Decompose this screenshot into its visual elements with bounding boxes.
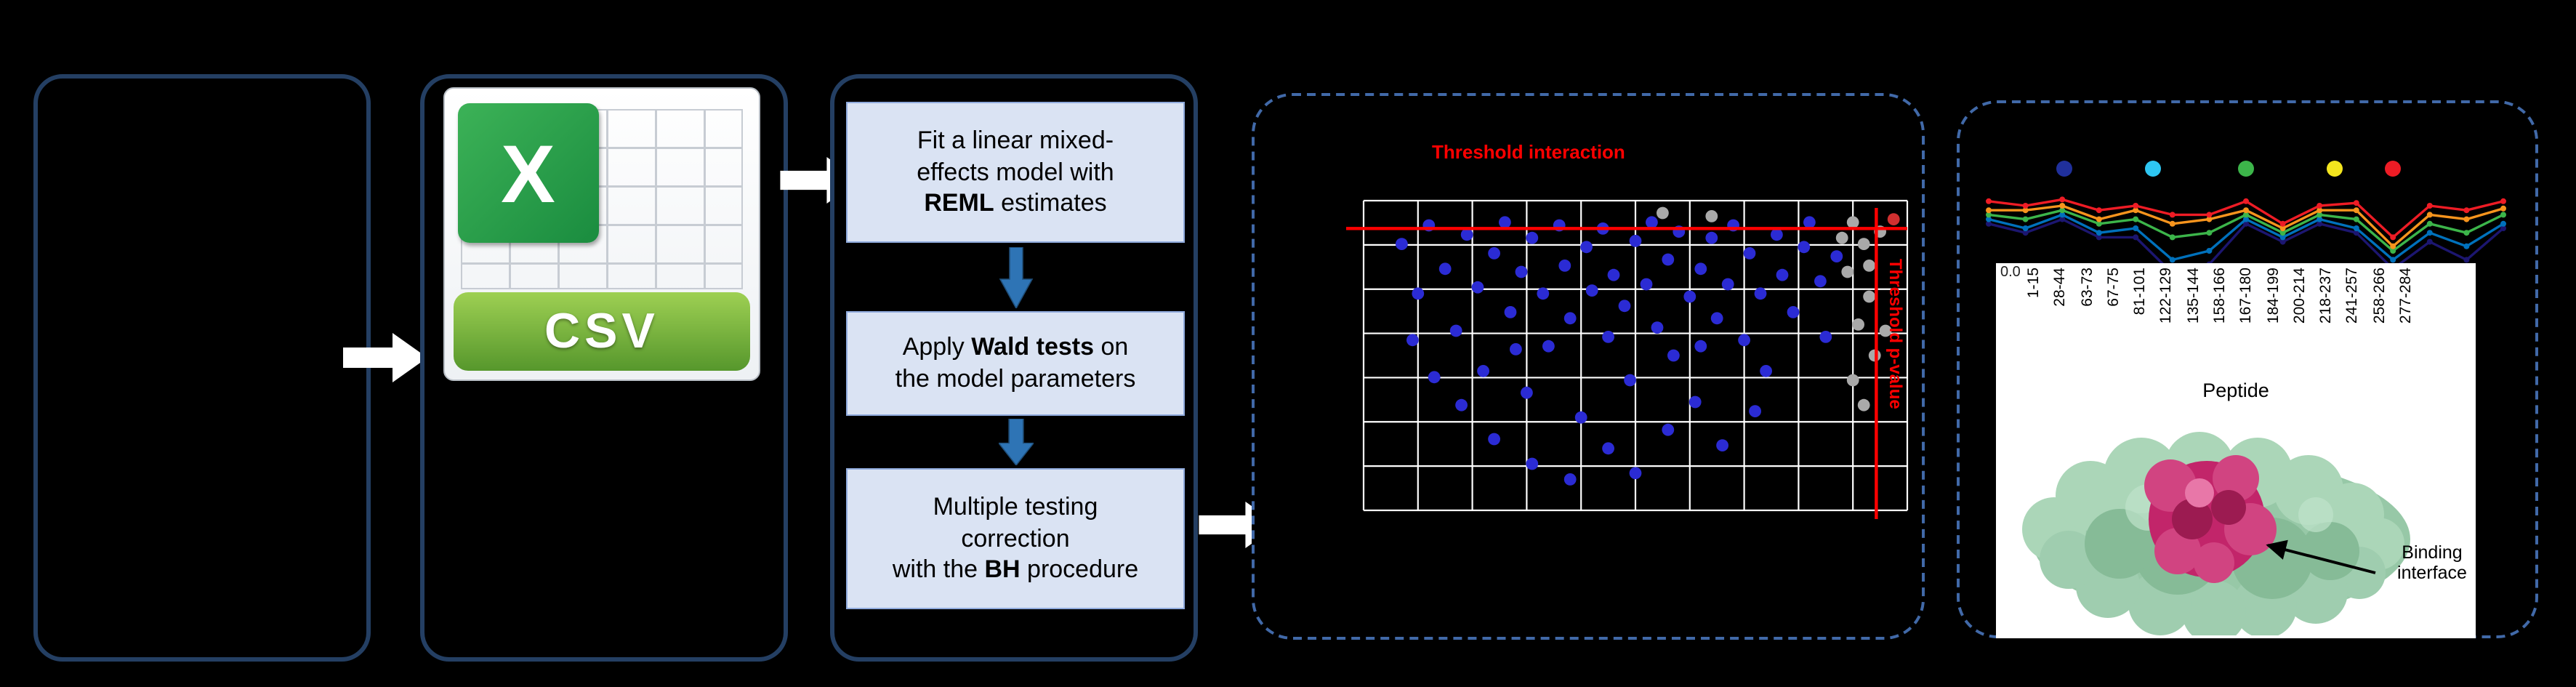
peptide-tick-label: 241-257: [2343, 268, 2362, 324]
peptide-tick-label: 158-166: [2210, 268, 2229, 324]
step3-text: Multiple testing: [933, 492, 1098, 521]
step-bh-correction: Multiple testing correction with the BH …: [846, 468, 1185, 609]
step-wald-tests: Apply Wald tests on the model parameters: [846, 311, 1185, 416]
binding-interface-patch-magenta: [2144, 455, 2277, 583]
peptide-tick-label: 63-73: [2078, 268, 2096, 307]
step-fit-lmm: Fit a linear mixed- effects model with R…: [846, 102, 1185, 243]
threshold-pvalue-label: Threshold p-value: [1885, 259, 1906, 409]
csv-banner-label: CSV: [454, 292, 749, 371]
peptide-tick-label: 28-44: [2051, 268, 2069, 307]
step2-text: Apply: [902, 333, 972, 361]
peptide-tick-label: 184-199: [2264, 268, 2282, 324]
peptide-tick-label: 167-180: [2237, 268, 2255, 324]
peptide-tick-label: 200-214: [2290, 268, 2309, 324]
significance-scatter-plot: [1346, 199, 1909, 519]
peptide-tick-label: 258-266: [2370, 268, 2388, 324]
binding-interface-label: Binding interface: [2397, 542, 2467, 584]
peptide-tick-label: 277-284: [2396, 268, 2415, 324]
step1-text: Fit a linear mixed-: [917, 126, 1114, 154]
down-arrow-2-icon: [999, 419, 1034, 465]
x-axis-label: Peptide: [2202, 379, 2269, 401]
peptide-tick-label: 1-15: [2025, 268, 2042, 299]
y-axis-tick-label: 0.0: [2000, 265, 2021, 281]
protein-structure-image: [2022, 432, 2410, 635]
flow-arrow-1-icon: [343, 333, 427, 382]
threshold-interaction-label: Threshold interaction: [1432, 141, 1625, 163]
excel-x-logo: X: [457, 103, 599, 243]
deuterium-uptake-line-chart: [1986, 161, 2506, 276]
peptide-tick-label: 81-101: [2131, 268, 2149, 316]
peptide-tick-label: 218-237: [2317, 268, 2335, 324]
peptide-tick-label: 67-75: [2104, 268, 2122, 307]
peptide-tick-label: 122-129: [2157, 268, 2175, 324]
uptake-axis-and-structure-box: 0.0 1-15 28-44 63-73 67-75 81-101 122-129 135-…: [1996, 263, 2476, 638]
peptide-tick-labels: 1-15 28-44 63-73 67-75 81-101 122-129 135-144 1…: [2025, 268, 2415, 324]
csv-file-icon: X CSV: [443, 87, 760, 381]
peptide-tick-label: 135-144: [2184, 268, 2202, 324]
binding-interface-arrow-icon: [2266, 539, 2376, 574]
panel-input: [33, 74, 371, 662]
down-arrow-1-icon: [999, 247, 1034, 308]
csv-page: X CSV: [443, 87, 760, 381]
